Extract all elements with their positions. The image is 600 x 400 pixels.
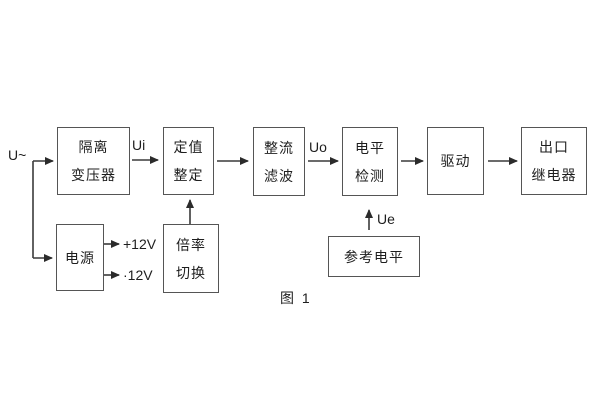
label-ue: Ue [377,211,395,227]
label-ui: Ui [132,137,146,153]
block-drive: 驱动 [427,127,484,195]
block-power-supply: 电源 [56,224,104,291]
block-output-relay: 出口 继电器 [521,127,587,195]
figure-caption: 图 1 [280,290,312,306]
block-ratio-switch: 倍率 切换 [163,224,219,293]
label-uo: Uo [309,139,327,155]
block-reference-level: 参考电平 [328,236,420,277]
block-rectifier-filter: 整流 滤波 [253,127,305,196]
block-isolation-transformer: 隔离 变压器 [57,127,130,195]
label-input-voltage: U~ [8,147,27,163]
block-level-detection: 电平 检测 [342,127,398,196]
block-setting: 定值 整定 [163,127,214,195]
label-plus-12v: +12V [123,236,157,252]
label-minus-12v: ·12V [123,267,153,283]
